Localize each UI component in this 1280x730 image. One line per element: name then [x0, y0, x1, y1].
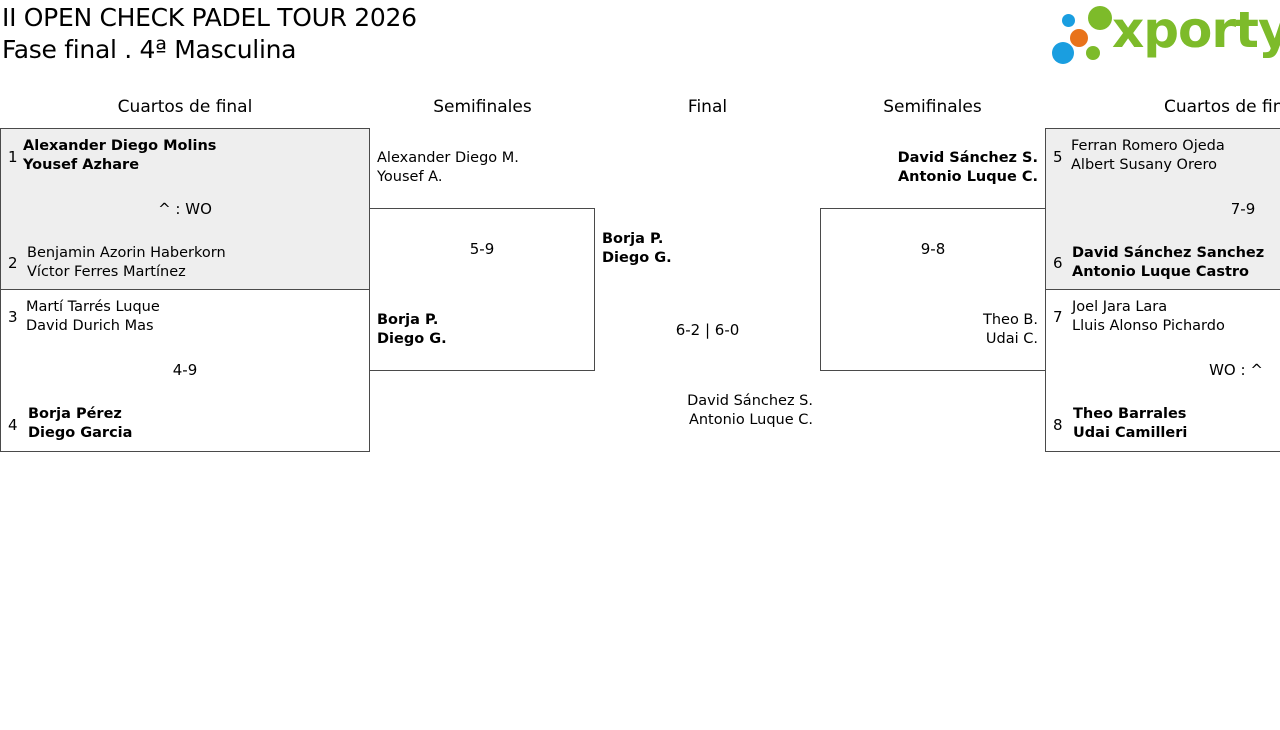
- player-name: Borja Pérez: [28, 406, 122, 422]
- player-name: Ferran Romero Ojeda: [1071, 138, 1225, 154]
- left-semifinal-team-top[interactable]: Alexander Diego M. Yousef A.: [377, 149, 519, 187]
- left-semifinal-match[interactable]: 5-9 Borja P. Diego G.: [369, 208, 595, 371]
- round-header-left-quarterfinals: Cuartos de final: [117, 97, 253, 117]
- player-name: Alexander Diego M.: [377, 150, 519, 166]
- seed-number: 1: [8, 148, 18, 166]
- match-score: 7-9: [1230, 200, 1256, 218]
- player-name: Udai Camilleri: [1073, 425, 1188, 441]
- player-name: Antonio Luque C.: [897, 169, 1038, 185]
- final-score: 6-2 | 6-0: [675, 321, 740, 339]
- team-entry[interactable]: Theo Barrales Udai Camilleri: [1073, 405, 1187, 443]
- player-name: Yousef A.: [377, 169, 443, 185]
- seed-number: 4: [8, 416, 18, 434]
- seed-number: 3: [8, 308, 18, 326]
- player-name: Víctor Ferres Martínez: [27, 264, 186, 280]
- match-score: 4-9: [172, 361, 198, 379]
- player-name: Diego G.: [377, 331, 447, 347]
- match-score: ^ : WO: [158, 200, 212, 218]
- player-name: Borja P.: [602, 231, 664, 247]
- player-name: Lluis Alonso Pichardo: [1072, 318, 1225, 334]
- player-name: Antonio Luque Castro: [1072, 264, 1249, 280]
- final-team-bottom[interactable]: David Sánchez S. Antonio Luque C.: [620, 392, 813, 430]
- tournament-title: II OPEN CHECK PADEL TOUR 2026: [2, 3, 417, 32]
- round-header-right-semifinals: Semifinales: [883, 97, 982, 117]
- round-header-final: Final: [687, 97, 728, 117]
- team-entry[interactable]: Benjamin Azorin Haberkorn Víctor Ferres …: [27, 244, 226, 282]
- logo-dot-blue-large: [1052, 42, 1074, 64]
- player-name: Alexander Diego Molins: [23, 138, 217, 154]
- player-name: Udai C.: [985, 331, 1038, 347]
- team-entry[interactable]: Ferran Romero Ojeda Albert Susany Orero: [1071, 137, 1225, 175]
- xporty-logo[interactable]: xporty: [1050, 1, 1280, 68]
- match-score: 9-8: [920, 240, 946, 258]
- player-name: Martí Tarrés Luque: [26, 299, 160, 315]
- seed-number: 5: [1053, 148, 1063, 166]
- team-entry[interactable]: Joel Jara Lara Lluis Alonso Pichardo: [1072, 298, 1225, 336]
- seed-number: 6: [1053, 254, 1063, 272]
- player-name: Theo B.: [982, 312, 1038, 328]
- team-entry[interactable]: Martí Tarrés Luque David Durich Mas: [26, 298, 160, 336]
- match-score: 5-9: [469, 240, 495, 258]
- left-quarterfinal-match-1[interactable]: 1 Alexander Diego Molins Yousef Azhare ^…: [0, 128, 370, 290]
- page-title: II OPEN CHECK PADEL TOUR 2026 Fase final…: [2, 2, 417, 66]
- player-name: Albert Susany Orero: [1071, 157, 1218, 173]
- final-team-top[interactable]: Borja P. Diego G.: [602, 230, 672, 268]
- seed-number: 7: [1053, 308, 1063, 326]
- player-name: David Durich Mas: [26, 318, 154, 334]
- left-quarterfinal-match-2[interactable]: 3 Martí Tarrés Luque David Durich Mas 4-…: [0, 289, 370, 452]
- player-name: Benjamin Azorin Haberkorn: [27, 245, 226, 261]
- logo-dot-orange: [1070, 29, 1088, 47]
- seed-number: 2: [8, 254, 18, 272]
- team-entry[interactable]: Borja Pérez Diego Garcia: [28, 405, 132, 443]
- round-header-right-quarterfinals: Cuartos de final: [1164, 97, 1280, 117]
- right-quarterfinal-match-1[interactable]: 5 Ferran Romero Ojeda Albert Susany Orer…: [1045, 128, 1280, 290]
- right-semifinal-team-bottom[interactable]: Theo B. Udai C.: [821, 311, 1038, 349]
- player-name: David Sánchez Sanchez: [1072, 245, 1265, 261]
- phase-subtitle: Fase final . 4ª Masculina: [2, 35, 297, 64]
- logo-dot-green-small: [1086, 46, 1100, 60]
- player-name: Borja P.: [377, 312, 439, 328]
- player-name: Theo Barrales: [1073, 406, 1187, 422]
- team-entry[interactable]: David Sánchez Sanchez Antonio Luque Cast…: [1072, 244, 1264, 282]
- logo-wordmark: xporty: [1112, 1, 1280, 59]
- player-name: David Sánchez S.: [687, 393, 813, 409]
- seed-number: 8: [1053, 416, 1063, 434]
- team-entry[interactable]: Alexander Diego Molins Yousef Azhare: [23, 137, 216, 175]
- player-name: Joel Jara Lara: [1072, 299, 1168, 315]
- player-name: Diego G.: [602, 250, 672, 266]
- logo-dot-green: [1088, 6, 1112, 30]
- right-quarterfinal-match-2[interactable]: 7 Joel Jara Lara Lluis Alonso Pichardo W…: [1045, 289, 1280, 452]
- round-header-left-semifinals: Semifinales: [433, 97, 532, 117]
- player-name: David Sánchez S.: [897, 150, 1038, 166]
- logo-dot-blue-small: [1062, 14, 1075, 27]
- match-score: WO : ^: [1209, 361, 1263, 379]
- player-name: Antonio Luque C.: [688, 412, 813, 428]
- right-semifinal-team-top[interactable]: David Sánchez S. Antonio Luque C.: [820, 149, 1038, 187]
- left-semifinal-team-bottom[interactable]: Borja P. Diego G.: [377, 311, 447, 349]
- player-name: Yousef Azhare: [23, 157, 140, 173]
- player-name: Diego Garcia: [28, 425, 133, 441]
- right-semifinal-match[interactable]: 9-8 Theo B. Udai C.: [820, 208, 1046, 371]
